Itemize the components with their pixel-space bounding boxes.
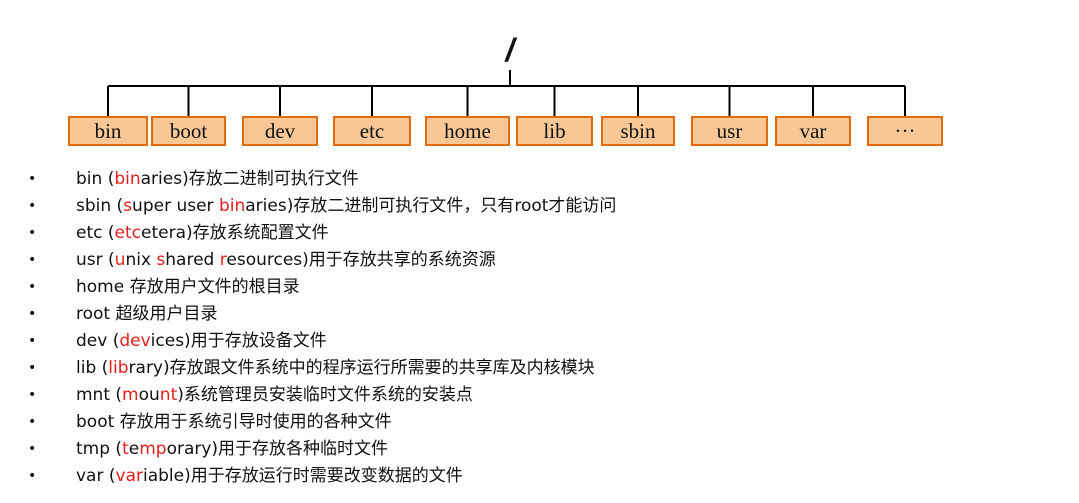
description-fragment: esources)用于存放共享的系统资源 <box>226 250 496 270</box>
directory-node: ··· <box>867 116 943 146</box>
bullet-marker: • <box>28 387 37 403</box>
bullet-marker: • <box>28 198 37 214</box>
description-fragment: sbin ( <box>76 196 124 216</box>
description-text: tmp (temporary)用于存放各种临时文件 <box>76 436 388 463</box>
description-fragment: rary)存放跟文件系统中的程序运行所需要的共享库及内核模块 <box>128 358 595 378</box>
abbreviation-highlight: nt <box>159 385 178 405</box>
description-fragment: aries)存放二进制可执行文件，只有root才能访问 <box>245 196 617 216</box>
abbreviation-highlight: bin <box>114 169 141 189</box>
description-fragment: aries)存放二进制可执行文件 <box>140 169 359 189</box>
description-fragment: lib ( <box>76 358 109 378</box>
abbreviation-highlight: u <box>114 250 126 270</box>
bullet-marker: • <box>28 441 37 457</box>
directory-node: boot <box>151 116 226 146</box>
description-fragment: hared <box>165 250 220 270</box>
description-text: usr (unix shared resources)用于存放共享的系统资源 <box>76 247 496 274</box>
description-text: bin (binaries)存放二进制可执行文件 <box>76 166 359 193</box>
abbreviation-highlight: r <box>219 250 227 270</box>
description-fragment: )系统管理员安装临时文件系统的安装点 <box>177 385 473 405</box>
directory-node: usr <box>691 116 768 146</box>
bullet-marker: • <box>28 225 37 241</box>
directory-node: bin <box>68 116 148 146</box>
bullet-marker: • <box>28 306 37 322</box>
bullet-marker: • <box>28 468 37 484</box>
description-fragment: home 存放用户文件的根目录 <box>76 277 300 297</box>
directory-node: sbin <box>601 116 675 146</box>
description-fragment: ou <box>138 385 160 405</box>
abbreviation-highlight: lib <box>108 358 129 378</box>
directory-node: dev <box>242 116 318 146</box>
abbreviation-highlight: m <box>122 385 139 405</box>
abbreviation-highlight: bin <box>218 196 246 216</box>
abbreviation-highlight: dev <box>119 331 151 351</box>
abbreviation-highlight: s <box>156 250 166 270</box>
bullet-marker: • <box>28 360 37 376</box>
directory-node: var <box>775 116 851 146</box>
description-fragment: nix <box>125 250 157 270</box>
description-fragment: var ( <box>76 466 116 486</box>
description-fragment: e <box>128 439 140 459</box>
description-fragment: bin ( <box>76 169 115 189</box>
description-fragment: etc ( <box>76 223 115 243</box>
description-fragment: mnt ( <box>76 385 123 405</box>
description-fragment: etera)存放系统配置文件 <box>141 223 329 243</box>
description-text: root 超级用户目录 <box>76 301 218 328</box>
description-text: mnt (mount)系统管理员安装临时文件系统的安装点 <box>76 382 473 409</box>
directory-node: lib <box>516 116 593 146</box>
bullet-marker: • <box>28 171 37 187</box>
abbreviation-highlight: t <box>122 439 129 459</box>
description-fragment: boot 存放用于系统引导时使用的各种文件 <box>76 412 392 432</box>
bullet-marker: • <box>28 252 37 268</box>
bullet-marker: • <box>28 414 37 430</box>
abbreviation-highlight: var <box>115 466 143 486</box>
abbreviation-highlight: mp <box>139 439 167 459</box>
description-fragment: orary)用于存放各种临时文件 <box>166 439 389 459</box>
abbreviation-highlight: s <box>123 196 133 216</box>
description-text: sbin (super user binaries)存放二进制可执行文件，只有r… <box>76 193 616 220</box>
tree-connectors <box>107 70 906 117</box>
bullet-marker: • <box>28 333 37 349</box>
description-fragment: root 超级用户目录 <box>76 304 218 324</box>
description-fragment: tmp ( <box>76 439 123 459</box>
root-directory-label: / <box>505 32 515 68</box>
description-text: var (variable)用于存放运行时需要改变数据的文件 <box>76 463 463 490</box>
description-text: etc (etcetera)存放系统配置文件 <box>76 220 329 247</box>
description-fragment: iable)用于存放运行时需要改变数据的文件 <box>142 466 463 486</box>
description-text: home 存放用户文件的根目录 <box>76 274 300 301</box>
description-text: lib (library)存放跟文件系统中的程序运行所需要的共享库及内核模块 <box>76 355 595 382</box>
description-fragment: usr ( <box>76 250 115 270</box>
description-fragment: dev ( <box>76 331 120 351</box>
bullet-marker: • <box>28 279 37 295</box>
directory-node: home <box>425 116 510 146</box>
abbreviation-highlight: etc <box>114 223 141 243</box>
description-fragment: ices)用于存放设备文件 <box>150 331 327 351</box>
description-fragment: uper user <box>132 196 219 216</box>
directory-node: etc <box>333 116 411 146</box>
description-text: boot 存放用于系统引导时使用的各种文件 <box>76 409 392 436</box>
description-text: dev (devices)用于存放设备文件 <box>76 328 327 355</box>
